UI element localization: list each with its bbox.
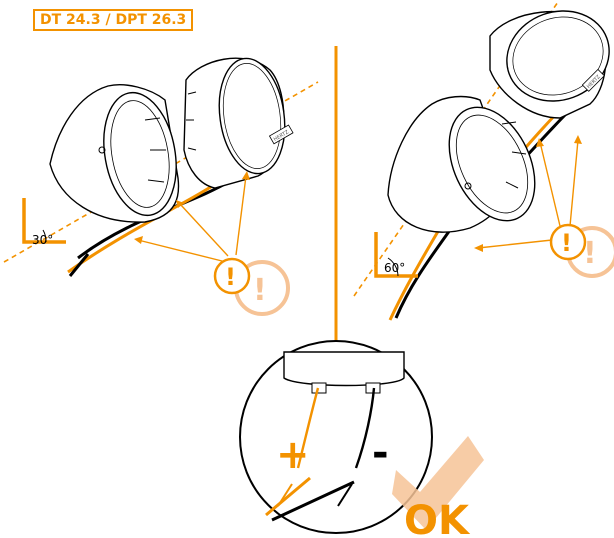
right-arrow-line — [477, 239, 553, 249]
left-tweeter-face-ring — [222, 63, 282, 169]
left-tweeter-groove — [187, 147, 197, 151]
right-warning-shadow-mark: ! — [583, 236, 597, 271]
right-brand-badge — [581, 68, 605, 92]
right-angle-label: 60° — [384, 261, 405, 275]
left-arrowhead — [242, 171, 250, 180]
right-cup-rim — [448, 106, 536, 222]
left-cup-rib — [144, 117, 161, 121]
ok-label: OK — [404, 498, 471, 538]
detail-main-cable-black — [271, 480, 355, 522]
left-warning-shadow-mark: ! — [253, 273, 267, 308]
right-arrow-line — [569, 139, 579, 227]
left-cup-inner — [110, 100, 170, 208]
left-angle-bracket — [22, 198, 66, 244]
right-arrow-line — [539, 141, 561, 227]
right-cup-screw — [464, 182, 472, 190]
left-warning-mark: ! — [225, 263, 236, 291]
right-tweeter-face — [506, 10, 610, 102]
left-arrow-line — [137, 239, 227, 263]
detail-wire-orange — [296, 387, 320, 469]
connection-detail: + - — [239, 340, 433, 534]
right-arrowhead — [536, 138, 544, 147]
right-warning-mark: ! — [561, 229, 572, 257]
right-mount-figure: HERTZ 60° ! ! — [353, 1, 614, 321]
detail-circle — [239, 340, 433, 534]
model-label: DT 24.3 / DPT 26.3 — [33, 9, 194, 31]
plus-label: + — [276, 432, 310, 478]
left-angle-arc — [42, 229, 47, 243]
ok-check-shape — [392, 436, 484, 530]
detail-wire-black — [354, 387, 376, 469]
left-arrowhead — [176, 200, 184, 208]
left-tweeter-groove — [187, 91, 197, 95]
left-angle-label: 30° — [32, 233, 53, 247]
left-cable-black-tail — [68, 253, 90, 277]
right-warning-circle — [549, 223, 587, 261]
left-brand-badge — [268, 124, 294, 145]
right-cup-inner — [455, 114, 529, 214]
left-cup-rib — [147, 179, 165, 183]
right-cup-rib — [505, 181, 519, 189]
left-cup-rim — [103, 91, 177, 217]
right-angle-bracket — [374, 232, 418, 278]
left-arrowhead — [134, 236, 143, 244]
right-cup-rib — [501, 121, 517, 125]
detail-main-cable-orange — [265, 476, 311, 517]
left-arrow-line — [179, 203, 229, 257]
left-tweeter-face — [218, 57, 286, 175]
right-cup-rib — [511, 151, 527, 155]
left-cup-screw — [98, 146, 106, 154]
detail-wire-black-lower — [337, 483, 353, 507]
minus-label: - — [372, 430, 389, 476]
right-angle-arc — [387, 257, 399, 277]
ok-checkmark: OK — [392, 436, 484, 538]
left-mount-figure: HERTZ 30° ! ! — [3, 57, 319, 316]
left-warning-circle — [213, 257, 251, 295]
right-tweeter-face-ring — [512, 16, 604, 96]
left-arrow-line — [235, 175, 247, 256]
detail-terminal-left — [311, 382, 327, 394]
detail-tweeter-bottom — [283, 351, 405, 387]
right-arrowhead — [474, 244, 483, 252]
right-arrowhead — [574, 135, 582, 144]
